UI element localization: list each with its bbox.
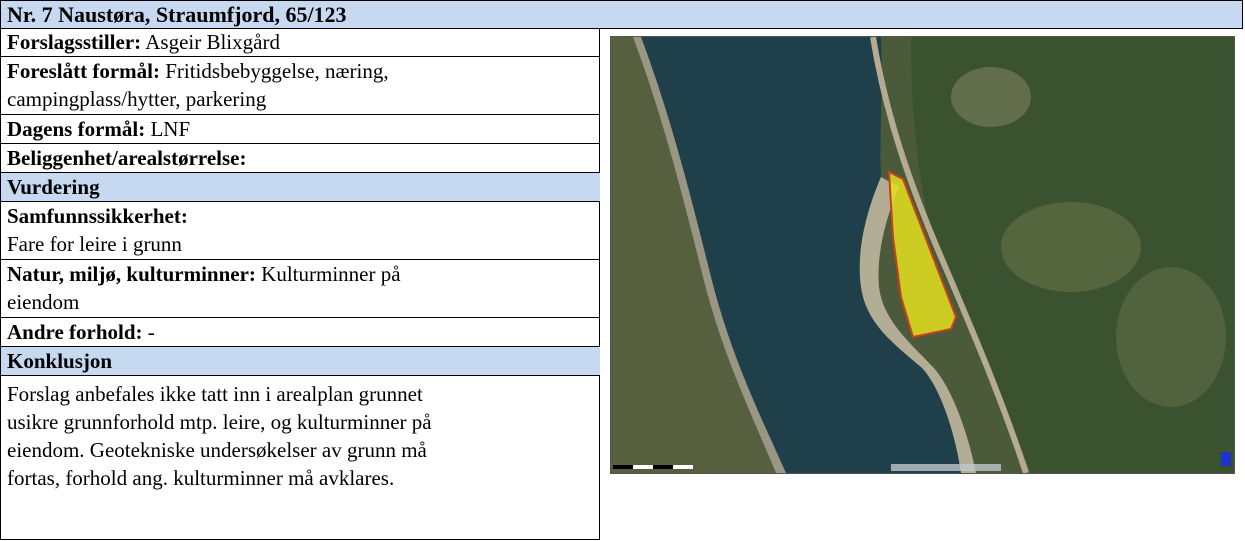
konklusjon-row: Forslag anbefales ikke tatt inn i arealp… [1, 376, 600, 540]
foreslatt-formal-value-line1: Fritidsbebyggelse, næring, [159, 59, 389, 83]
info-column: Forslagsstiller: Asgeir Blixgård Foreslå… [0, 28, 600, 540]
samfunnssikkerhet-value: Fare for leire i grunn [7, 232, 182, 256]
andre-forhold-value: - [142, 320, 155, 344]
forslagsstiller-value: Asgeir Blixgård [141, 30, 280, 54]
vurdering-header: Vurdering [1, 173, 600, 202]
natur-label: Natur, miljø, kulturminner: [7, 262, 256, 286]
beliggenhet-row: Beliggenhet/arealstørrelse: [1, 144, 600, 173]
natur-value-line2: eiendom [7, 290, 80, 314]
andre-forhold-label: Andre forhold: [7, 320, 143, 344]
samfunnssikkerhet-row: Samfunnssikkerhet: Fare for leire i grun… [1, 202, 600, 260]
attribution-box [891, 464, 1001, 471]
clearing [1001, 202, 1141, 292]
scale-bar-segment [653, 465, 673, 469]
foreslatt-formal-label: Foreslått formål: [7, 59, 160, 83]
dagens-formal-row: Dagens formål: LNF [1, 115, 600, 144]
left-shore [611, 37, 781, 473]
clearing [951, 67, 1031, 127]
forslagsstiller-row: Forslagsstiller: Asgeir Blixgård [1, 28, 600, 57]
water-area [641, 37, 961, 473]
forslagsstiller-label: Forslagsstiller: [7, 30, 142, 54]
beliggenhet-label: Beliggenhet/arealstørrelse: [7, 146, 247, 170]
natur-value-line1: Kulturminner på [255, 262, 401, 286]
foreslatt-formal-value-line2: campingplass/hytter, parkering [7, 87, 267, 111]
andre-forhold-row: Andre forhold: - [1, 318, 600, 347]
north-marker-icon [1221, 452, 1231, 466]
aerial-photo [611, 37, 1234, 473]
highlighted-plot [887, 170, 958, 339]
peninsula-beach [859, 177, 976, 473]
page-title: Nr. 7 Naustøra, Straumfjord, 65/123 [0, 0, 1243, 29]
left-beach [633, 37, 786, 473]
konklusjon-line1: Forslag anbefales ikke tatt inn i arealp… [7, 382, 423, 406]
foreslatt-formal-row: Foreslått formål: Fritidsbebyggelse, nær… [1, 57, 600, 115]
konklusjon-line3: eiendom. Geotekniske undersøkelser av gr… [7, 438, 427, 462]
samfunnssikkerhet-label: Samfunnssikkerhet: [7, 204, 188, 228]
aerial-map-image [610, 36, 1235, 474]
scale-bar-segment [613, 465, 633, 469]
konklusjon-line4: fortas, forhold ang. kulturminner må avk… [7, 466, 395, 490]
road [870, 37, 1029, 473]
dagens-formal-value: LNF [145, 117, 191, 141]
clearing [1116, 267, 1226, 407]
konklusjon-header: Konklusjon [1, 347, 600, 376]
natur-row: Natur, miljø, kulturminner: Kulturminner… [1, 260, 600, 318]
dagens-formal-label: Dagens formål: [7, 117, 146, 141]
konklusjon-line2: usikre grunnforhold mtp. leire, og kultu… [7, 410, 432, 434]
